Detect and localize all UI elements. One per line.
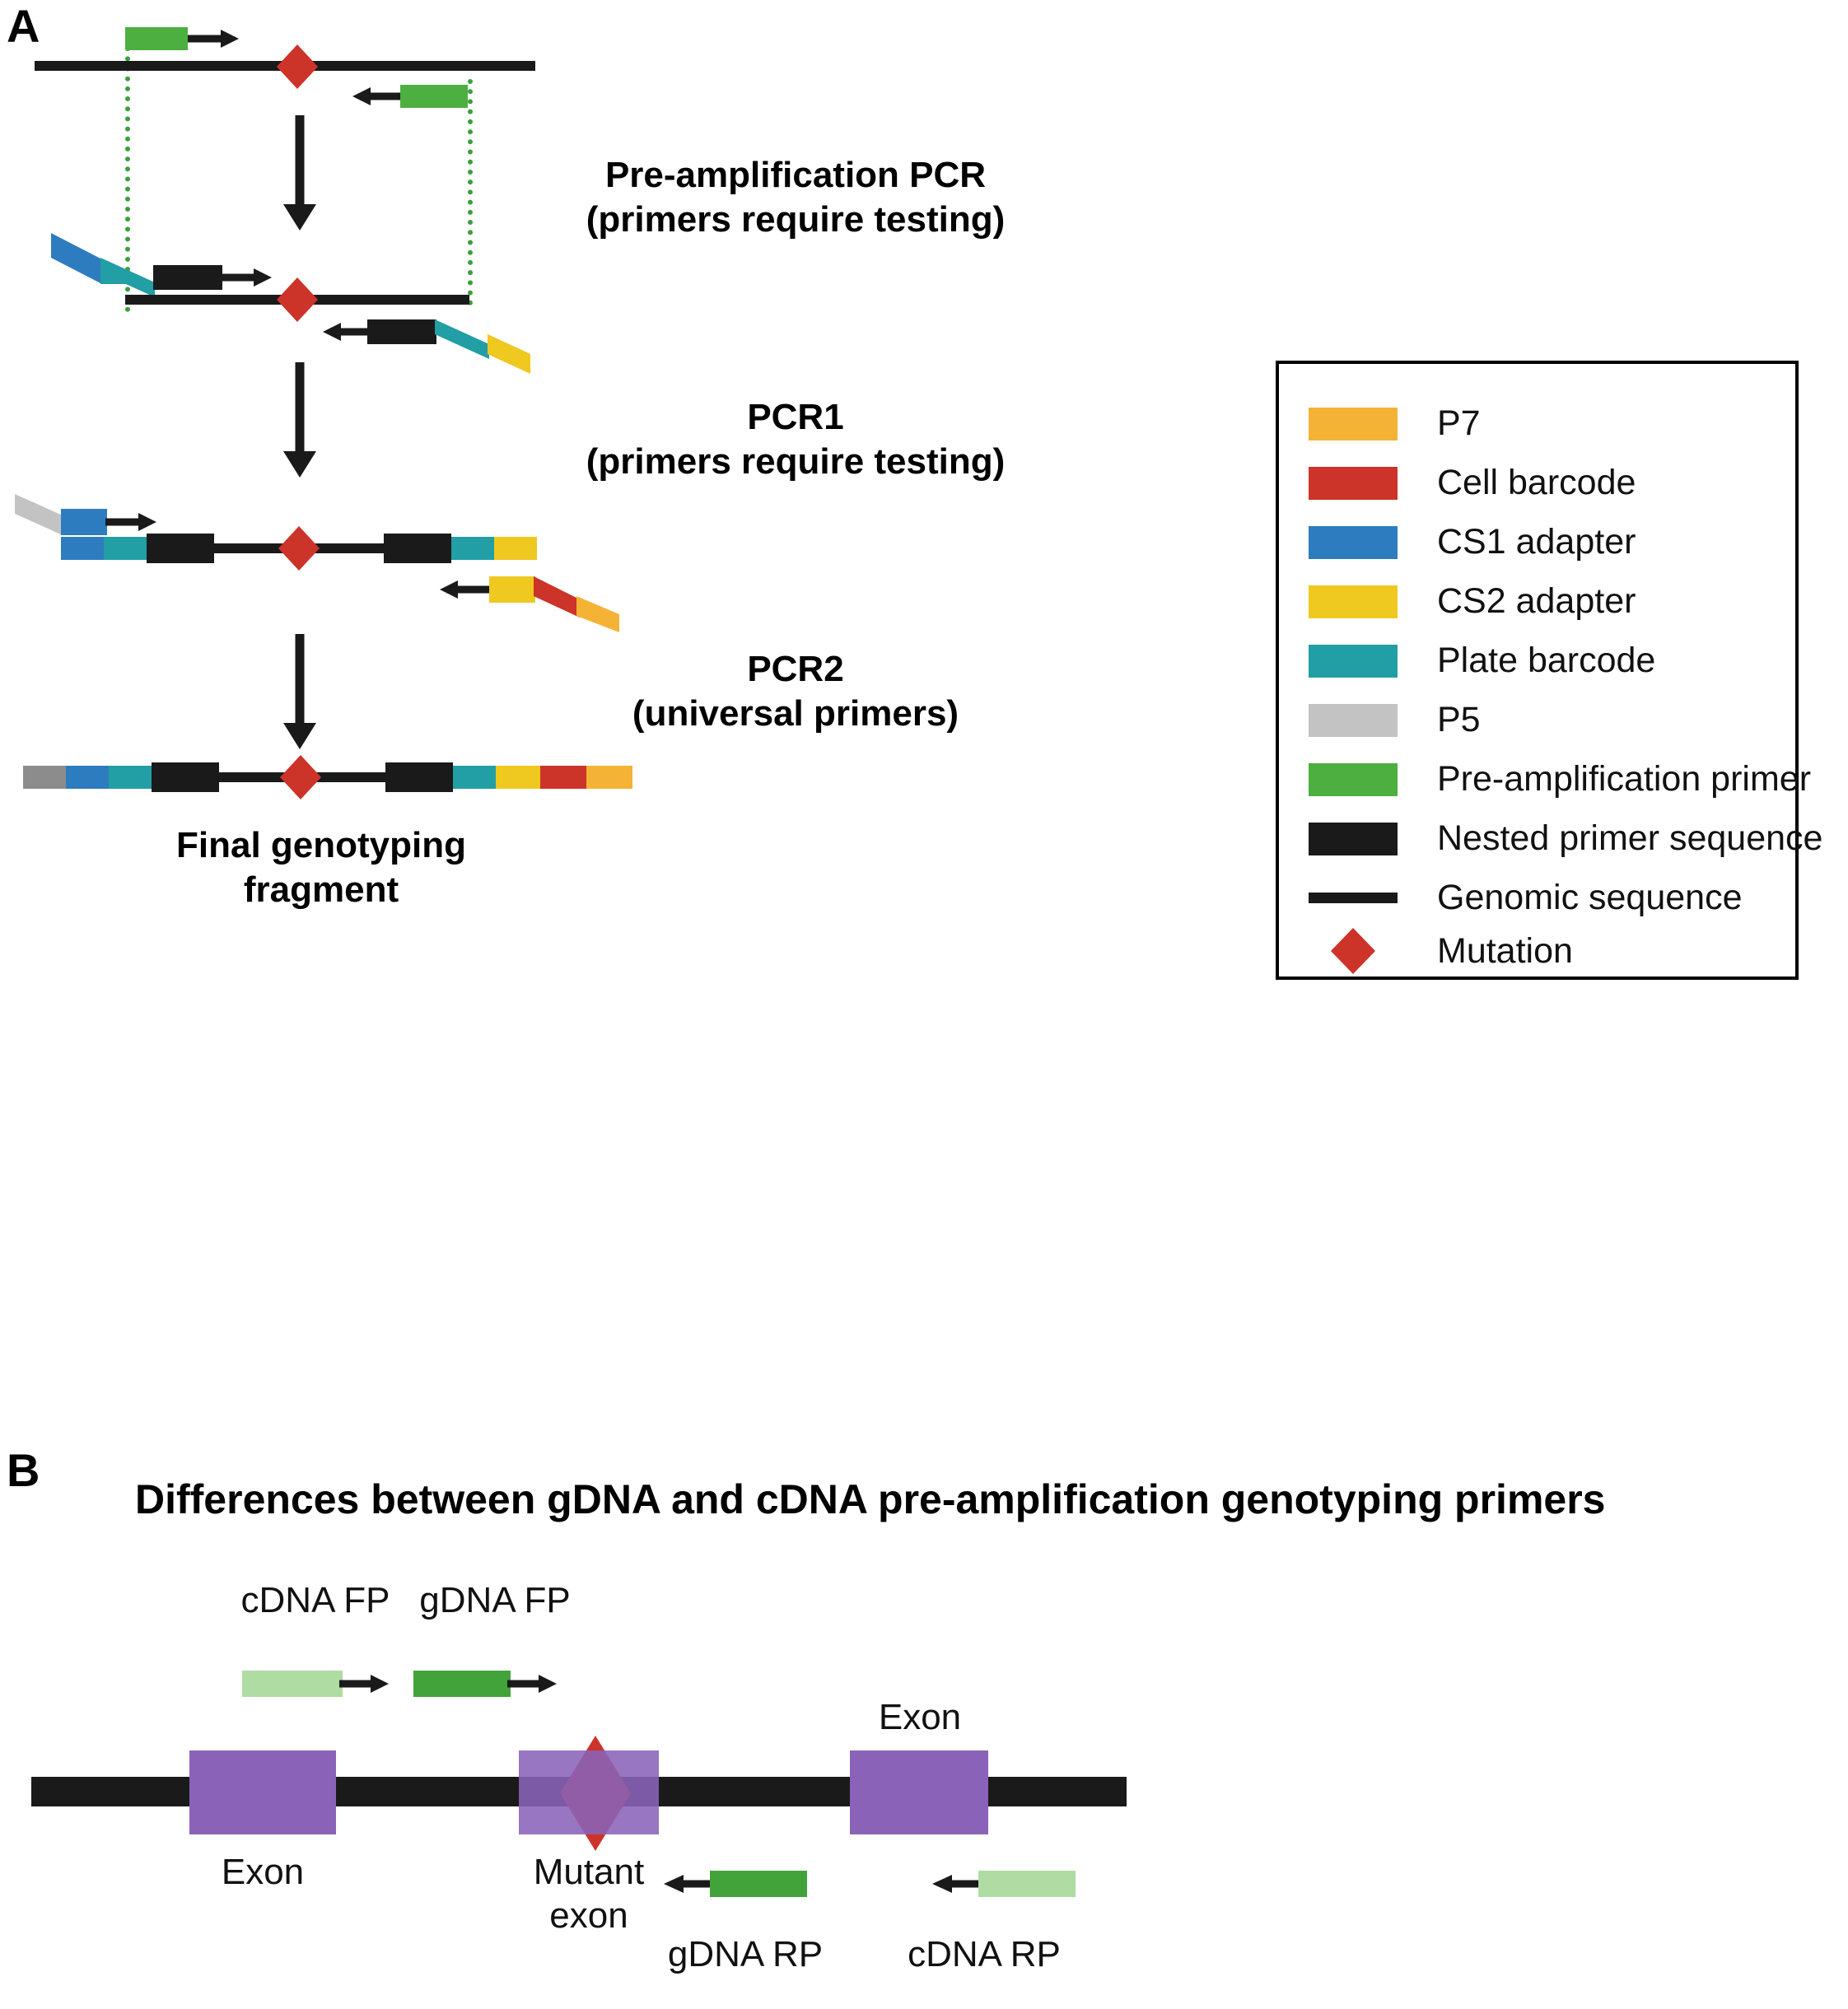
panel-b-gdna-fp-block (413, 1671, 511, 1697)
legend-item-preamp-primer: Pre-amplification primer (1309, 759, 1811, 799)
final-p5 (23, 766, 66, 789)
legend-swatch-nested-primer (1309, 822, 1398, 855)
preamp-forward-primer-block (125, 27, 188, 50)
legend-item-p7: P7 (1309, 403, 1481, 444)
legend-label-mutation: Mutation (1437, 930, 1573, 971)
pcr2-template-cs2 (494, 537, 537, 560)
legend-item-genomic-sequence: Genomic sequence (1309, 878, 1743, 918)
legend-label-p5: P5 (1437, 700, 1481, 739)
step-arrow-pcr2-to-final (283, 634, 316, 749)
pcr1-reverse-primer-tail-teal (435, 319, 489, 359)
panel-b-cdna-fp-block (242, 1671, 343, 1697)
panel-b-label-gdna-fp: gDNA FP (419, 1580, 571, 1620)
legend-item-plate-barcode: Plate barcode (1309, 641, 1655, 681)
panel-b-exon-right (850, 1750, 988, 1834)
pcr2-reverse-arrow (440, 580, 491, 599)
pcr2-template-cs1 (61, 537, 104, 560)
panel-b-exon-left-label: Exon (221, 1852, 305, 1892)
final-cs1 (66, 766, 109, 789)
pcr2-template-plate-right (451, 537, 494, 560)
mutation-diamond-pcr1 (277, 277, 318, 322)
step-arrow-pcr1-to-pcr2 (283, 362, 316, 478)
pcr1-forward-arrow (221, 268, 272, 287)
panel-b-gdna-rp-block (710, 1871, 807, 1897)
step-label-pcr1: PCR1 (primers require testing) (586, 397, 1006, 482)
final-nested-left (152, 762, 219, 792)
panel-b-label-gdna-rp: gDNA RP (667, 1934, 824, 1974)
pcr1-forward-primer-tail-teal (100, 258, 155, 297)
panel-b-gdna-fp-arrow (507, 1675, 557, 1693)
pcr1-reverse-primer-tail-cs2 (488, 334, 530, 374)
pcr2-template-nested-right (384, 534, 451, 563)
legend-label-cs1: CS1 adapter (1437, 522, 1636, 562)
pcr1-reverse-nested-block (367, 319, 436, 344)
guide-line-left (125, 36, 130, 312)
mutation-diamond-final (280, 755, 321, 799)
final-fragment-label: Final genotyping fragment (176, 825, 466, 910)
legend-swatch-cell-barcode (1309, 466, 1398, 500)
step-arrow-preamp-to-pcr1 (283, 115, 316, 231)
guide-line-right (468, 79, 473, 305)
pcr2-forward-cs1-block (61, 509, 107, 535)
panel-b-exon-mutant-label: Mutant exon (533, 1852, 645, 1936)
pcr2-template-nested-left (147, 534, 214, 563)
legend-item-nested-primer: Nested primer sequence (1309, 818, 1822, 859)
step-label-preamp: Pre-amplification PCR (primers require t… (586, 155, 1006, 240)
pcr2-reverse-cs2-block (489, 576, 535, 603)
mutation-diamond-preamp (277, 44, 318, 89)
legend-label-genomic-sequence: Genomic sequence (1437, 878, 1743, 917)
pcr1-reverse-arrow (323, 323, 374, 341)
panel-b-cdna-fp-arrow (339, 1675, 389, 1693)
step-label-pcr2: PCR2 (universal primers) (632, 649, 959, 734)
legend-label-cs2: CS2 adapter (1437, 581, 1636, 621)
legend-item-mutation: Mutation (1309, 927, 1573, 975)
final-plate-right (453, 766, 496, 789)
panel-b-cdna-rp-arrow (932, 1875, 983, 1893)
legend-swatch-p5 (1309, 703, 1398, 737)
legend-item-cell-barcode: Cell barcode (1309, 463, 1636, 503)
legend-swatch-genomic-sequence (1309, 893, 1398, 903)
preamp-reverse-arrow (352, 87, 404, 105)
panel-b-gdna-rp-arrow (664, 1875, 715, 1893)
pcr2-forward-primer-tail-p5 (15, 494, 63, 535)
panel-b-exon-left (189, 1750, 336, 1834)
preamp-forward-arrow (188, 30, 239, 48)
panel-b-exon-mutant (519, 1750, 659, 1834)
legend-label-nested-primer: Nested primer sequence (1437, 818, 1823, 858)
pcr2-template-plate-left (104, 537, 147, 560)
legend-item-cs2: CS2 adapter (1309, 581, 1636, 622)
pcr1-forward-nested-block (153, 265, 222, 290)
mutation-diamond-pcr2 (278, 526, 320, 571)
pcr2-reverse-cell-barcode-tail (534, 576, 580, 618)
panel-letter-a: A (7, 0, 40, 52)
final-cell-barcode (540, 766, 586, 789)
legend-swatch-cs2 (1309, 585, 1398, 618)
legend-label-preamp-primer: Pre-amplification primer (1437, 759, 1812, 799)
legend-swatch-plate-barcode (1309, 644, 1398, 678)
legend-label-cell-barcode: Cell barcode (1437, 463, 1636, 502)
pcr2-forward-arrow (105, 513, 156, 531)
final-cs2 (496, 766, 540, 789)
preamp-reverse-primer-block (400, 85, 468, 108)
panel-letter-b: B (7, 1444, 40, 1496)
legend-swatch-preamp-primer (1309, 762, 1398, 796)
legend-label-plate-barcode: Plate barcode (1437, 641, 1656, 680)
legend-swatch-p7 (1309, 407, 1398, 440)
panel-b-label-cdna-fp: cDNA FP (240, 1580, 390, 1620)
final-p7 (586, 766, 632, 789)
pcr2-reverse-p7-tail (576, 596, 619, 632)
panel-b-cdna-rp-block (978, 1871, 1076, 1897)
legend-item-cs1: CS1 adapter (1309, 522, 1636, 562)
panel-b-label-cdna-rp: cDNA RP (908, 1934, 1061, 1974)
legend-label-p7: P7 (1437, 403, 1481, 443)
final-plate-left (109, 766, 152, 789)
panel-b-title: Differences between gDNA and cDNA pre-am… (135, 1476, 1606, 1522)
panel-b-exon-right-label: Exon (878, 1697, 962, 1737)
legend-item-p5: P5 (1309, 700, 1481, 740)
legend-swatch-mutation-diamond-icon (1331, 928, 1375, 974)
legend-swatch-cs1 (1309, 525, 1398, 559)
final-nested-right (385, 762, 453, 792)
